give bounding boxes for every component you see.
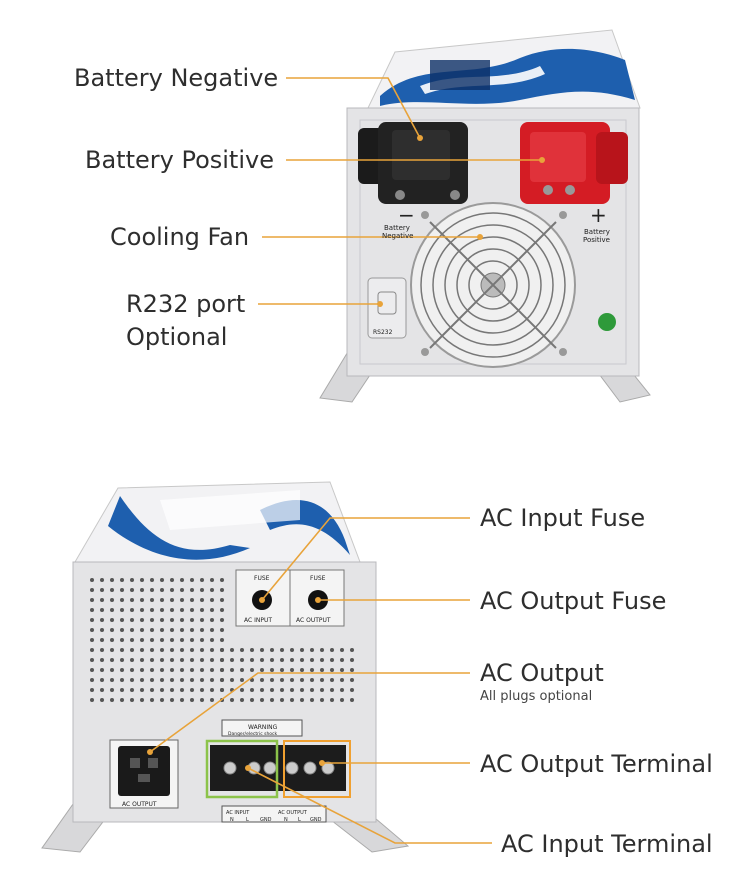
ac-input-terminal-highlight: [205, 739, 279, 799]
label-ac-input-fuse: AC Input Fuse: [480, 504, 646, 532]
warning-print: WARNING: [248, 724, 278, 731]
ac-input-print: AC INPUT: [244, 617, 272, 624]
bottom-inverter-unit: [41, 481, 410, 853]
ac-output-terminal-highlight: [283, 740, 351, 798]
ac-output-fuse-print: AC OUTPUT: [296, 617, 331, 624]
terminal-l2: L: [298, 817, 301, 823]
callout-dots: [147, 135, 545, 771]
green-sticker: [598, 313, 616, 331]
negative-sign: −: [398, 203, 415, 227]
terminal-n2: N: [284, 817, 288, 823]
positive-sign: +: [590, 203, 607, 227]
callout-line-ac-output: [149, 672, 470, 753]
terminal-gnd1: GND: [260, 817, 272, 823]
label-r232-port: R232 port: [126, 290, 246, 318]
terminal-legend: [221, 805, 327, 823]
label-ac-input-terminal: AC Input Terminal: [501, 830, 713, 858]
callout-line-battery-negative: [286, 77, 421, 139]
ac-output-socket: [118, 746, 170, 796]
fuse-left-print: FUSE: [254, 575, 270, 582]
callout-lines: [149, 77, 542, 844]
battery-negative-terminal: [358, 122, 468, 204]
label-ac-output-fuse: AC Output Fuse: [480, 587, 667, 615]
label-ac-output-terminal: AC Output Terminal: [480, 750, 713, 778]
battery-positive-print-1: Battery: [584, 228, 610, 236]
label-battery-positive: Battery Positive: [85, 146, 274, 174]
vent-holes: [90, 578, 354, 702]
terminal-gnd2: GND: [310, 817, 322, 823]
terminal-out-print: AC OUTPUT: [278, 810, 308, 816]
battery-negative-print-1: Battery: [384, 224, 410, 232]
callout-line-ac-input-fuse: [261, 517, 470, 601]
terminal-in-print: AC INPUT: [226, 810, 250, 816]
warning-label: [221, 719, 303, 737]
fuse-right-print: FUSE: [310, 575, 326, 582]
socket-print: AC OUTPUT: [122, 801, 157, 808]
rs232-print: RS232: [373, 329, 393, 336]
label-ac-output: AC Output: [480, 659, 604, 687]
label-r232-optional: Optional: [126, 323, 228, 351]
terminal-l1: L: [246, 817, 249, 823]
lcd-display: [430, 60, 490, 90]
top-inverter-unit: [319, 29, 651, 403]
label-cooling-fan: Cooling Fan: [110, 223, 250, 251]
label-battery-negative: Battery Negative: [74, 64, 279, 92]
battery-negative-print-2: Negative: [382, 232, 413, 240]
battery-positive-print-2: Positive: [583, 236, 610, 244]
battery-positive-terminal: [520, 122, 628, 204]
warning-sub-print: Danger/electric shock: [228, 731, 278, 737]
terminal-n1: N: [230, 817, 234, 823]
cooling-fan-grille: [410, 202, 576, 368]
rs232-port: [367, 277, 407, 339]
callout-line-ac-input-terminal: [247, 767, 492, 844]
label-ac-output-sub: All plugs optional: [480, 689, 593, 704]
